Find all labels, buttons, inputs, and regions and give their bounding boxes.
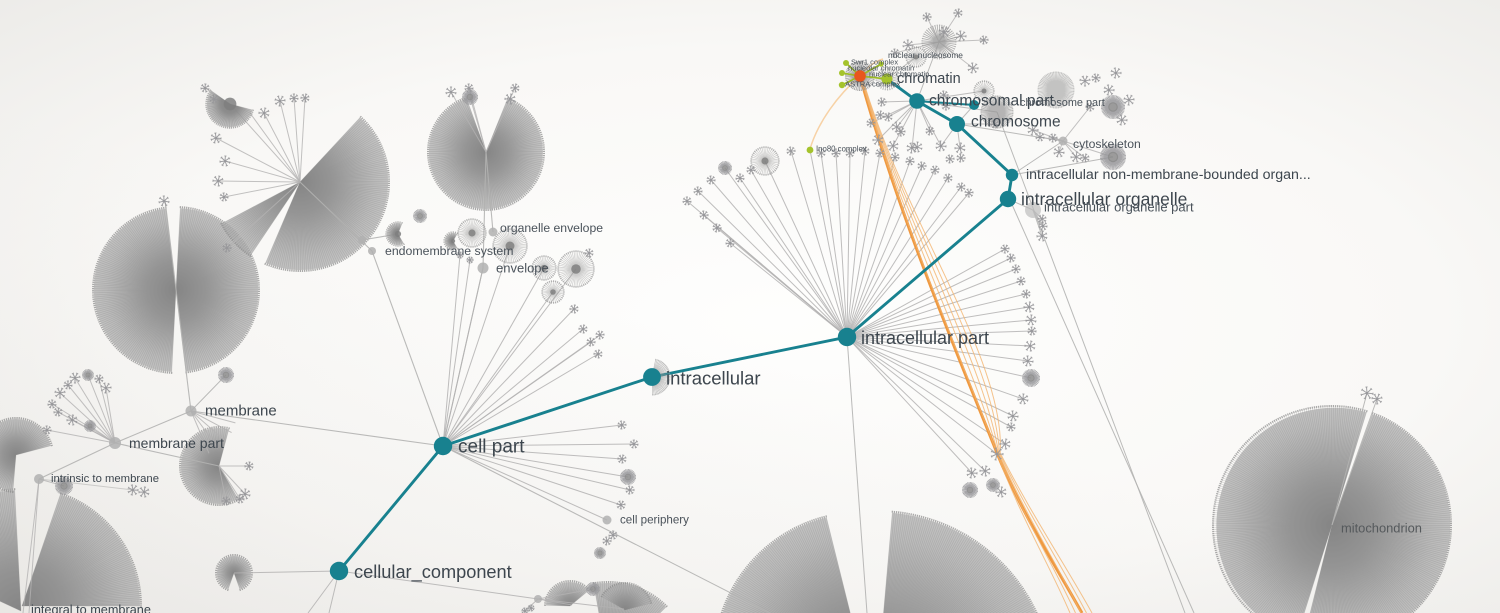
- svg-text:cytoskeleton: cytoskeleton: [1073, 137, 1141, 151]
- svg-text:intracellular organelle part: intracellular organelle part: [1044, 200, 1194, 215]
- svg-text:intracellular organelle: intracellular organelle: [1021, 189, 1187, 209]
- svg-text:organelle envelope: organelle envelope: [500, 221, 603, 235]
- svg-text:mitochondrion: mitochondrion: [1341, 521, 1422, 536]
- svg-text:cell periphery: cell periphery: [620, 514, 689, 527]
- svg-text:integral to membrane: integral to membrane: [31, 603, 151, 613]
- svg-text:intrinsic to membrane: intrinsic to membrane: [51, 473, 159, 485]
- svg-text:Swr1 complex: Swr1 complex: [851, 58, 898, 67]
- svg-text:chromosome part: chromosome part: [1020, 97, 1105, 109]
- svg-text:Ino80 complex: Ino80 complex: [816, 145, 867, 154]
- svg-text:endomembrane system: endomembrane system: [385, 244, 514, 258]
- svg-text:cell part: cell part: [458, 437, 525, 458]
- svg-text:nuclear chromatin: nuclear chromatin: [869, 70, 929, 79]
- svg-text:chromosomal part: chromosomal part: [929, 93, 1054, 110]
- svg-text:intracellular non-membrane-bou: intracellular non-membrane-bounded organ…: [1026, 167, 1311, 183]
- svg-text:ASTRA complex: ASTRA complex: [845, 80, 900, 89]
- svg-text:cellular_component: cellular_component: [354, 562, 512, 583]
- svg-text:chromosome: chromosome: [971, 114, 1061, 131]
- svg-text:nuclear nucleosome: nuclear nucleosome: [888, 50, 963, 60]
- svg-text:membrane part: membrane part: [129, 435, 224, 451]
- svg-text:intracellular part: intracellular part: [861, 328, 989, 348]
- svg-text:envelope: envelope: [496, 261, 549, 276]
- svg-text:nucleolar chromatin: nucleolar chromatin: [848, 64, 914, 73]
- svg-text:intracellular: intracellular: [666, 368, 761, 389]
- svg-text:chromatin: chromatin: [897, 71, 961, 87]
- svg-text:membrane: membrane: [205, 403, 277, 420]
